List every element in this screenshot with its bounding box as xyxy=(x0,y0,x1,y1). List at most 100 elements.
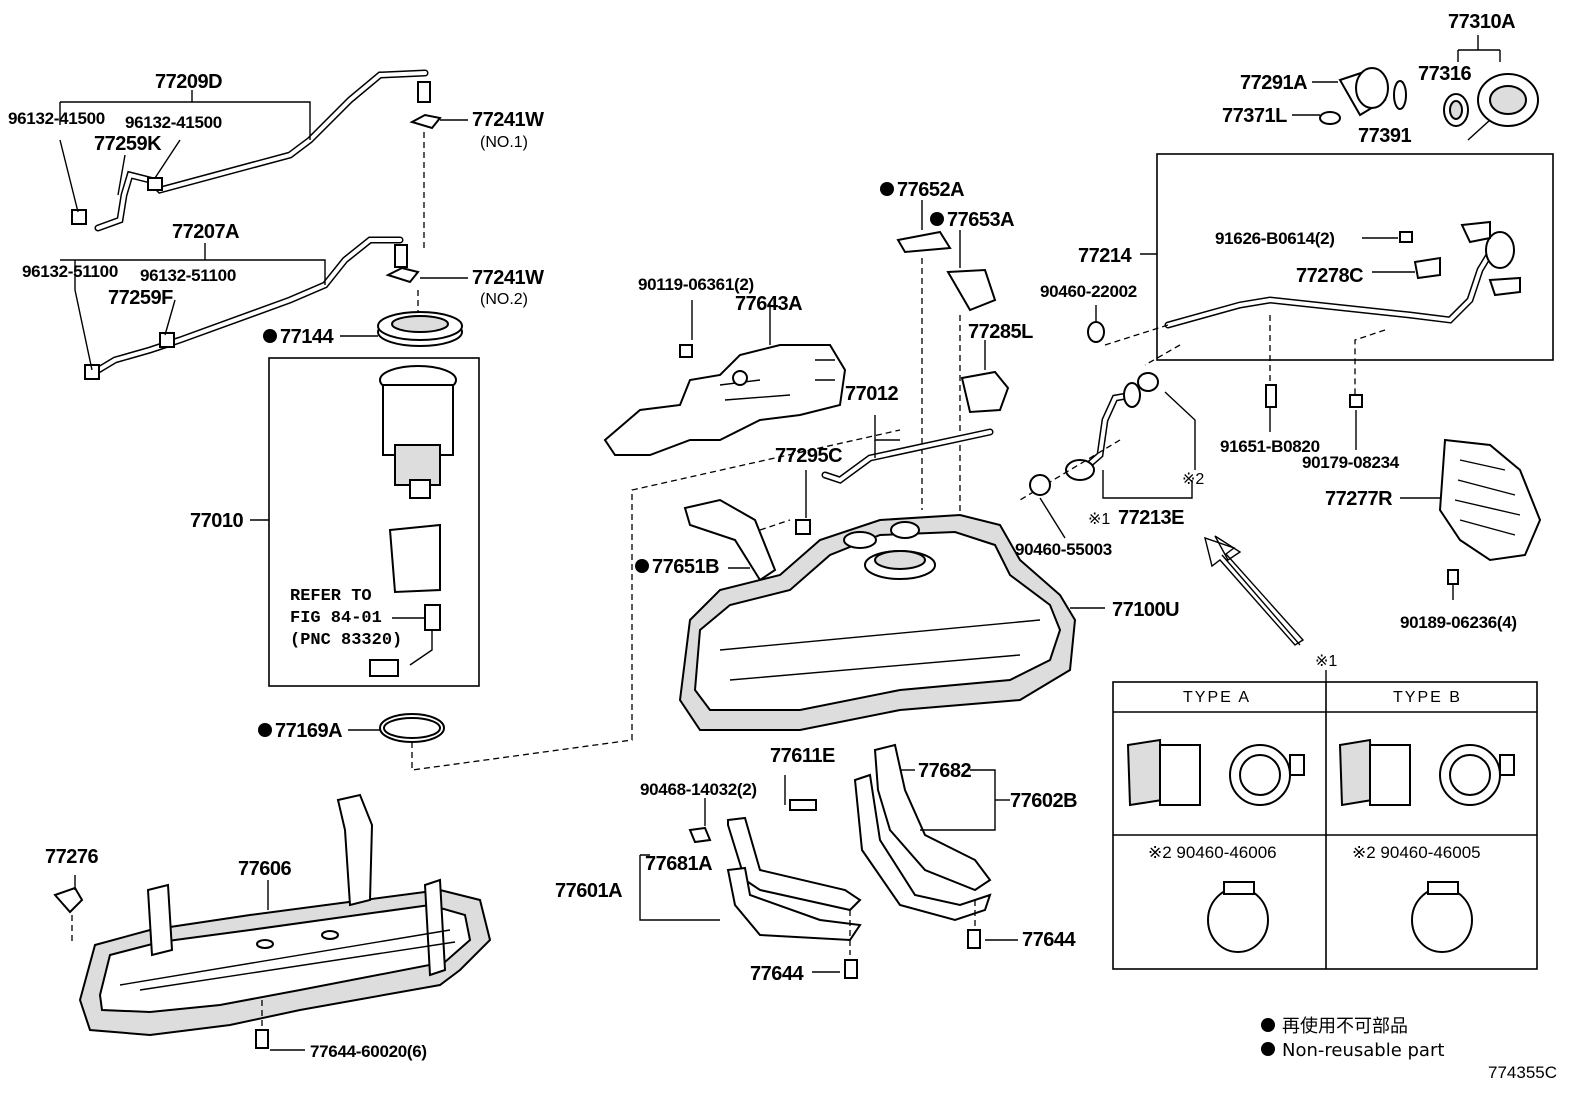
gasket-77241w-no1-shape xyxy=(409,113,442,130)
label-90468-14032: 90468-14032(2) xyxy=(640,780,757,799)
fuel-hose-77213e-shape xyxy=(1065,372,1159,481)
clip-96132-41500-right-shape xyxy=(147,177,163,191)
bolt-77644-right-shape xyxy=(967,929,981,949)
label-77644-right: 77644 xyxy=(1022,929,1076,951)
label-77644-60020: 77644-60020(6) xyxy=(310,1042,427,1061)
nonreusable-dot-77144 xyxy=(263,329,277,343)
nonreusable-dot-77652a xyxy=(880,182,894,196)
label-77651b: 77651B xyxy=(652,556,719,578)
strap-77601a-shape xyxy=(726,816,862,942)
label-77644-left: 77644 xyxy=(750,963,804,985)
label-refer-line3: (PNC 83320) xyxy=(290,631,402,650)
label-77391: 77391 xyxy=(1358,125,1411,147)
label-77643a: 77643A xyxy=(735,293,802,315)
gasket-77169a-inner-shape xyxy=(383,717,441,739)
label-77010: 77010 xyxy=(190,510,243,532)
label-mark-1-hose: ※1 xyxy=(1088,511,1110,528)
clamp-90460-46005-shape xyxy=(1411,881,1473,953)
label-90460-55003: 90460-55003 xyxy=(1015,540,1112,559)
clamp-90460-46006-shape xyxy=(1207,881,1269,953)
label-77681a: 77681A xyxy=(645,853,712,875)
label-clamp-90460-46006: ※2 90460-46006 xyxy=(1148,843,1277,862)
label-77169a: 77169A xyxy=(275,720,342,742)
clamp-90460-55003-shape xyxy=(1029,474,1051,496)
label-77316: 77316 xyxy=(1418,63,1471,85)
legend-english: Non-reusable part xyxy=(1282,1040,1444,1061)
pad-77653a-shape xyxy=(946,268,997,312)
label-refer-line1: REFER TO xyxy=(290,587,372,606)
bolt-90119-06361-shape xyxy=(679,344,693,358)
label-90189-06236: 90189-06236(4) xyxy=(1400,613,1517,632)
label-77241w-no2-note: (NO.2) xyxy=(480,291,528,308)
label-77241w-no2: 77241W xyxy=(472,267,544,289)
label-type-a: TYPE A xyxy=(1183,689,1251,706)
label-77100u: 77100U xyxy=(1112,599,1179,621)
label-77371l: 77371L xyxy=(1222,105,1287,127)
label-77277r: 77277R xyxy=(1325,488,1393,510)
pointer-arrow-shaft xyxy=(1204,536,1305,646)
o-ring-77371l-shape xyxy=(1319,111,1341,125)
clamp-90460-22002-shape xyxy=(1087,321,1105,343)
filler-pipe-77214-shape xyxy=(1164,220,1521,329)
label-77241w-no1-note: (NO.1) xyxy=(480,134,528,151)
type-a-connector-shape xyxy=(1126,738,1305,807)
bolt-90189-06236-shape xyxy=(1447,569,1459,585)
label-77653a: 77653A xyxy=(947,209,1014,231)
shield-77277r-shape xyxy=(1438,438,1542,562)
label-96132-41500-b: 96132-41500 xyxy=(125,113,222,132)
label-77259k: 77259K xyxy=(94,133,162,155)
legend-dot-jp xyxy=(1261,1018,1275,1032)
label-77012: 77012 xyxy=(845,383,898,405)
legend-dot-en xyxy=(1261,1042,1275,1056)
label-90179-08234: 90179-08234 xyxy=(1302,453,1400,472)
fuel-pump-module-box xyxy=(268,357,480,687)
bolt-91651-b0820-shape xyxy=(1265,384,1277,408)
label-77295c: 77295C xyxy=(775,445,842,467)
valve-77295c-shape xyxy=(795,519,811,535)
label-96132-51100-a: 96132-51100 xyxy=(22,262,118,281)
label-77241w-no1: 77241W xyxy=(472,109,544,131)
label-clamp-90460-46005: ※2 90460-46005 xyxy=(1352,843,1481,862)
bolt-77644-left-shape xyxy=(844,959,858,979)
label-96132-41500-a: 96132-41500 xyxy=(8,109,105,128)
label-77611e: 77611E xyxy=(770,745,835,767)
type-b-connector-shape xyxy=(1338,738,1515,807)
label-77310a: 77310A xyxy=(1448,11,1515,33)
retainer-ring-77144-shape xyxy=(377,311,463,347)
label-77259f: 77259F xyxy=(108,287,173,309)
connector-77241w-no2-shape xyxy=(394,244,408,268)
label-77606: 77606 xyxy=(238,858,291,880)
label-90460-22002: 90460-22002 xyxy=(1040,282,1137,301)
diagram-code: 774355C xyxy=(1488,1063,1557,1082)
label-77213e: 77213E xyxy=(1118,507,1184,529)
label-77291a: 77291A xyxy=(1240,72,1307,94)
label-90119-06361: 90119-06361(2) xyxy=(638,275,754,294)
label-table-mark: ※1 xyxy=(1315,653,1337,670)
strap-77602b-shape xyxy=(853,743,992,922)
nonreusable-dot-77169a xyxy=(258,723,272,737)
label-mark-2-hose: ※2 xyxy=(1182,471,1204,488)
label-refer-line2: FIG 84-01 xyxy=(290,609,382,628)
label-77682: 77682 xyxy=(918,760,971,782)
nut-90179-08234-shape xyxy=(1349,394,1363,408)
label-96132-51100-b: 96132-51100 xyxy=(140,266,236,285)
tube-77207a-assembly xyxy=(84,236,420,380)
filler-cap-77310a-shape xyxy=(1467,73,1539,141)
filler-neck-77291a-shape xyxy=(1338,67,1389,117)
label-77285l: 77285L xyxy=(968,321,1033,343)
type-table xyxy=(1112,670,1538,970)
clip-77276-shape xyxy=(53,886,84,914)
clip-96132-41500-left-shape xyxy=(71,209,87,225)
gasket-77316-shape xyxy=(1443,93,1469,127)
label-77601a: 77601A xyxy=(555,880,622,902)
fuel-pump-module-77010-shape xyxy=(369,365,457,677)
fuel-tank-77100u-shape xyxy=(678,513,1077,731)
label-77144: 77144 xyxy=(280,326,334,348)
pad-77652a-shape xyxy=(896,230,952,254)
nonreusable-dot-77653a xyxy=(930,212,944,226)
bolt-77644-60020-shape xyxy=(255,1029,269,1049)
legend-japanese: 再使用不可部品 xyxy=(1282,1016,1408,1037)
label-77276: 77276 xyxy=(45,846,98,868)
